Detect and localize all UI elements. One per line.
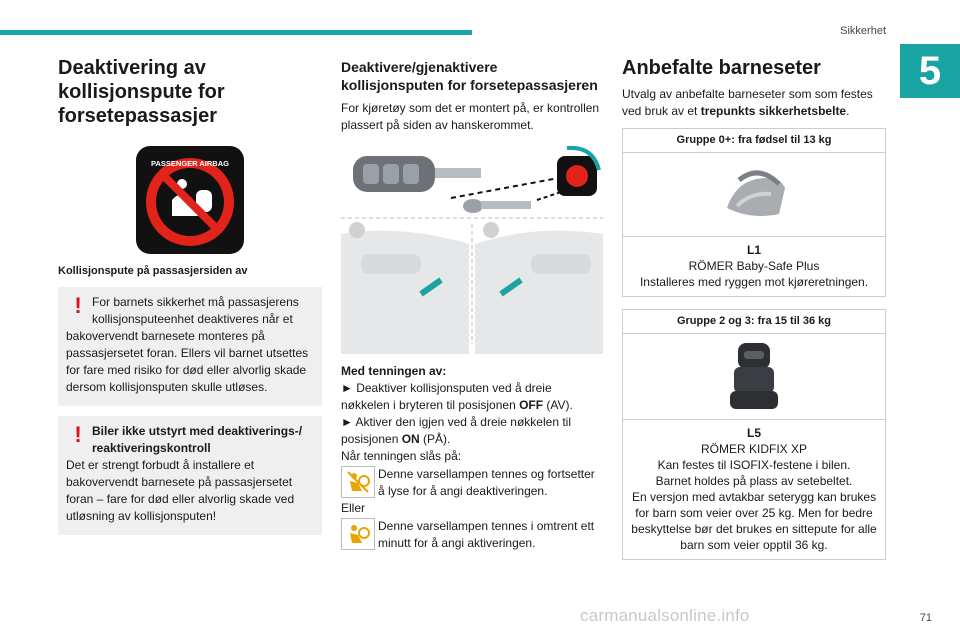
group-0plus-head: Gruppe 0+: fra fødsel til 13 kg — [623, 129, 885, 153]
or-label: Eller — [341, 501, 366, 515]
warning-text-2: Det er strengt forbudt å installere et b… — [66, 458, 295, 523]
warning-box-child-safety: ! For barnets sikkerhet må passasjerens … — [58, 287, 322, 406]
seat-code-l5: L5 — [746, 426, 761, 440]
booster-seat-image — [623, 334, 885, 420]
passenger-airbag-label-image: PASSENGER AIRBAG — [136, 146, 244, 254]
ignition-on-label: Når tenningen slås på: — [341, 449, 462, 463]
lamp-deactivated-text: Denne varsellampen tennes og fortsetter … — [378, 467, 595, 498]
seat-l5-line2: Barnet holdes på plass av setebeltet. — [655, 474, 853, 488]
header-accent-bar — [0, 30, 472, 35]
warning-exclamation-icon: ! — [74, 293, 82, 318]
lamp-activated-row: Denne varsellampen tennes i omtrent ett … — [341, 518, 603, 552]
ignition-off-label: Med tenningen av: — [341, 364, 447, 378]
seat-group-0plus: Gruppe 0+: fra fødsel til 13 kg L1 RÖMER… — [622, 128, 886, 297]
step1-text: ► Deaktiver kollisjonsputen ved å dreie … — [341, 381, 552, 412]
warning-exclamation-icon: ! — [74, 422, 82, 447]
key-blade-icon — [463, 199, 531, 213]
dashboard-right-icon — [475, 222, 603, 354]
seat-group-2-3: Gruppe 2 og 3: fra 15 til 36 kg L5 RÖMER… — [622, 309, 886, 560]
intro-bold: trepunkts sikkerhetsbelte — [700, 104, 847, 118]
baby-seat-icon — [727, 170, 785, 216]
warning-text-1a: For barnets sikkerhet må passasjerens ko… — [92, 295, 299, 326]
airbag-switch-icon — [557, 145, 601, 196]
dashboard-left-icon — [341, 222, 469, 354]
airbag-on-lamp-icon — [341, 518, 375, 550]
step2-text: ► Aktiver den igjen ved å dreie nøkkelen… — [341, 415, 571, 446]
watermark: carmanualsonline.info — [580, 606, 750, 625]
car-key-icon — [353, 156, 481, 192]
seat-name-l5: RÖMER KIDFIX XP — [700, 442, 807, 456]
seat-l5-line1: Kan festes til ISOFIX-festene i bilen. — [657, 458, 851, 472]
airbag-caption: Kollisjonspute på passasjersiden av — [58, 265, 248, 277]
column-recommended-seats: Anbefalte barneseter Utvalg av anbefalte… — [622, 56, 886, 560]
intro-pre: Utvalg av anbefalte barneseter som som f… — [622, 87, 873, 118]
warning-box-no-control: ! Biler ikke utstyrt med deaktiverings-/… — [58, 416, 322, 535]
group-2-3-desc: L5 RÖMER KIDFIX XP Kan festes til ISOFIX… — [623, 420, 885, 559]
seat-note-l1: Installeres med ryggen mot kjøreretninge… — [639, 275, 869, 289]
step-deactivate: ► Deaktiver kollisjonsputen ved å dreie … — [341, 380, 603, 414]
lamp-activated-text: Denne varsellampen tennes i omtrent ett … — [378, 519, 595, 550]
intro-post: . — [846, 104, 850, 118]
step-activate: ► Aktiver den igjen ved å dreie nøkkelen… — [341, 414, 603, 448]
airbag-label-text: PASSENGER AIRBAG — [151, 159, 229, 168]
group-2-3-head: Gruppe 2 og 3: fra 15 til 36 kg — [623, 310, 885, 334]
warning-text-1b: bakovervendt barnesete monteres på passa… — [66, 329, 309, 394]
intro-text: For kjøretøy som det er montert på, er k… — [341, 101, 600, 132]
step1-suffix: (AV). — [543, 398, 573, 412]
column-airbag-deactivation: Deaktivering av kollisjonspute for forse… — [58, 56, 322, 535]
heading-recommended-seats: Anbefalte barneseter — [622, 57, 821, 79]
chapter-number: 5 — [900, 44, 960, 98]
page-number: 71 — [919, 612, 932, 624]
lamp-deactivated-row: Denne varsellampen tennes og fortsetter … — [341, 466, 603, 500]
recommended-intro: Utvalg av anbefalte barneseter som som f… — [622, 86, 886, 120]
key-switch-illustration — [341, 144, 603, 354]
step1-off: OFF — [519, 398, 544, 412]
heading-deactivate-reactivate: Deaktivere/gjenaktivere kollisjonsputen … — [341, 59, 598, 93]
seat-name-l1: RÖMER Baby-Safe Plus — [688, 259, 820, 273]
group-0plus-desc: L1 RÖMER Baby-Safe Plus Installeres med … — [623, 237, 885, 296]
airbag-warning-icon: PASSENGER AIRBAG — [146, 158, 234, 246]
warning-title-2: Biler ikke utstyrt med deaktiverings-/ r… — [92, 424, 303, 455]
heading-airbag-deactivation: Deaktivering av kollisjonspute for forse… — [58, 57, 225, 127]
baby-seat-image — [623, 153, 885, 237]
column-deactivate-reactivate: Deaktivere/gjenaktivere kollisjonsputen … — [341, 56, 603, 552]
step2-suffix: (PÅ). — [419, 432, 451, 446]
step2-on: ON — [401, 432, 420, 446]
section-name: Sikkerhet — [840, 25, 886, 37]
seat-l5-line3: En versjon med avtakbar seterygg kan bru… — [631, 490, 877, 552]
airbag-off-lamp-icon — [341, 466, 375, 498]
seat-code-l1: L1 — [746, 243, 761, 257]
booster-seat-icon — [730, 342, 778, 409]
